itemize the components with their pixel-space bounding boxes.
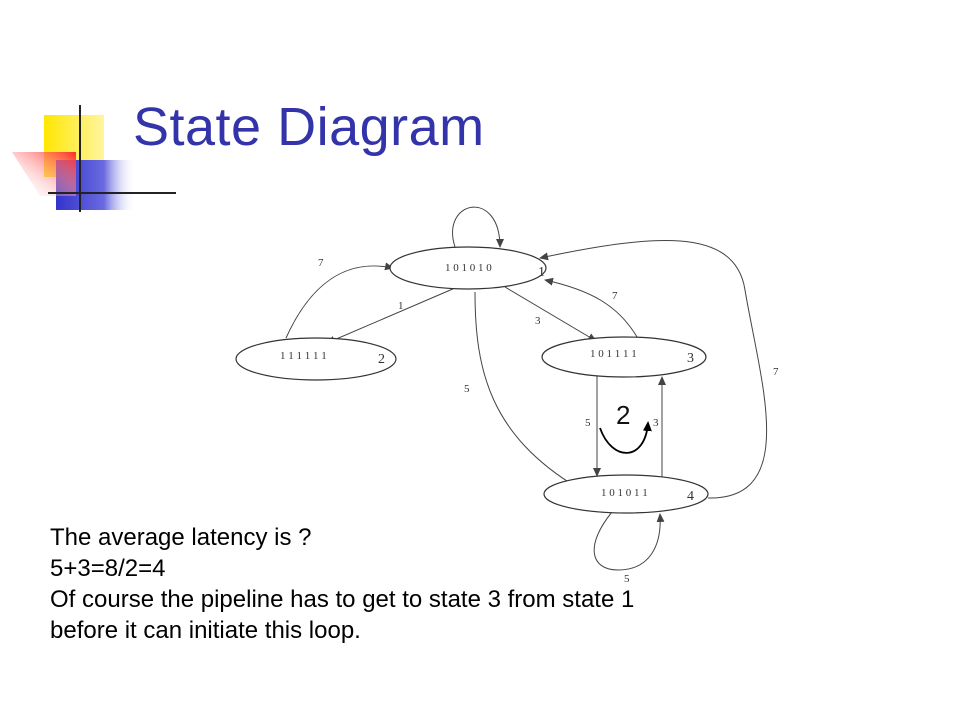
state-2: 1 1 1 1 1 1 2 <box>235 337 397 381</box>
state-1-label: 1 <box>538 265 545 280</box>
explanation-line-3: Of course the pipeline has to get to sta… <box>50 586 635 613</box>
state-1: 1 0 1 0 1 0 1 <box>389 246 547 290</box>
explanation-line-4: before it can initiate this loop. <box>50 617 361 644</box>
page-title: State Diagram <box>133 97 485 157</box>
state-2-label: 2 <box>378 352 385 367</box>
edge-label-3-1: 7 <box>612 290 618 302</box>
edge-3-1 <box>544 277 638 338</box>
edge-label-1-4: 5 <box>464 383 470 395</box>
state-4: 1 0 1 0 1 1 4 <box>543 474 709 514</box>
red-shard <box>12 152 76 196</box>
edge-1-1 <box>452 206 504 248</box>
edge-1-4 <box>474 291 579 489</box>
state-3-label: 3 <box>687 351 694 366</box>
edge-4-1 <box>539 240 768 499</box>
loop-annotation-arrow <box>599 421 652 454</box>
edge-label-4-4: 5 <box>624 573 630 585</box>
state-1-code: 1 0 1 0 1 0 <box>445 262 492 274</box>
explanation-line-2: 5+3=8/2=4 <box>50 555 166 582</box>
edge-label-1-3: 3 <box>535 315 541 327</box>
edge-label-3-4: 5 <box>585 417 591 429</box>
loop-annotation-label: 2 <box>616 400 631 430</box>
edge-label-4-3: 3 <box>653 417 659 429</box>
edge-1-3 <box>504 286 597 342</box>
edge-label-2-1: 7 <box>318 257 324 269</box>
state-4-label: 4 <box>687 489 694 504</box>
state-4-code: 1 0 1 0 1 1 <box>601 487 648 499</box>
corner-decoration <box>12 105 176 212</box>
edge-label-4-1: 7 <box>773 366 779 378</box>
state-3-code: 1 0 1 1 1 1 <box>590 348 637 360</box>
edge-4-4 <box>593 511 665 571</box>
edge-1-2 <box>326 287 456 344</box>
explanation-text: The average latency is ? 5+3=8/2=4 Of co… <box>50 522 930 646</box>
edge-2-1 <box>285 262 394 339</box>
edge-label-1-2: 1 <box>398 300 404 312</box>
explanation-line-1: The average latency is ? <box>50 524 312 551</box>
state-3: 1 0 1 1 1 1 3 <box>541 336 707 378</box>
state-2-code: 1 1 1 1 1 1 <box>280 350 327 362</box>
